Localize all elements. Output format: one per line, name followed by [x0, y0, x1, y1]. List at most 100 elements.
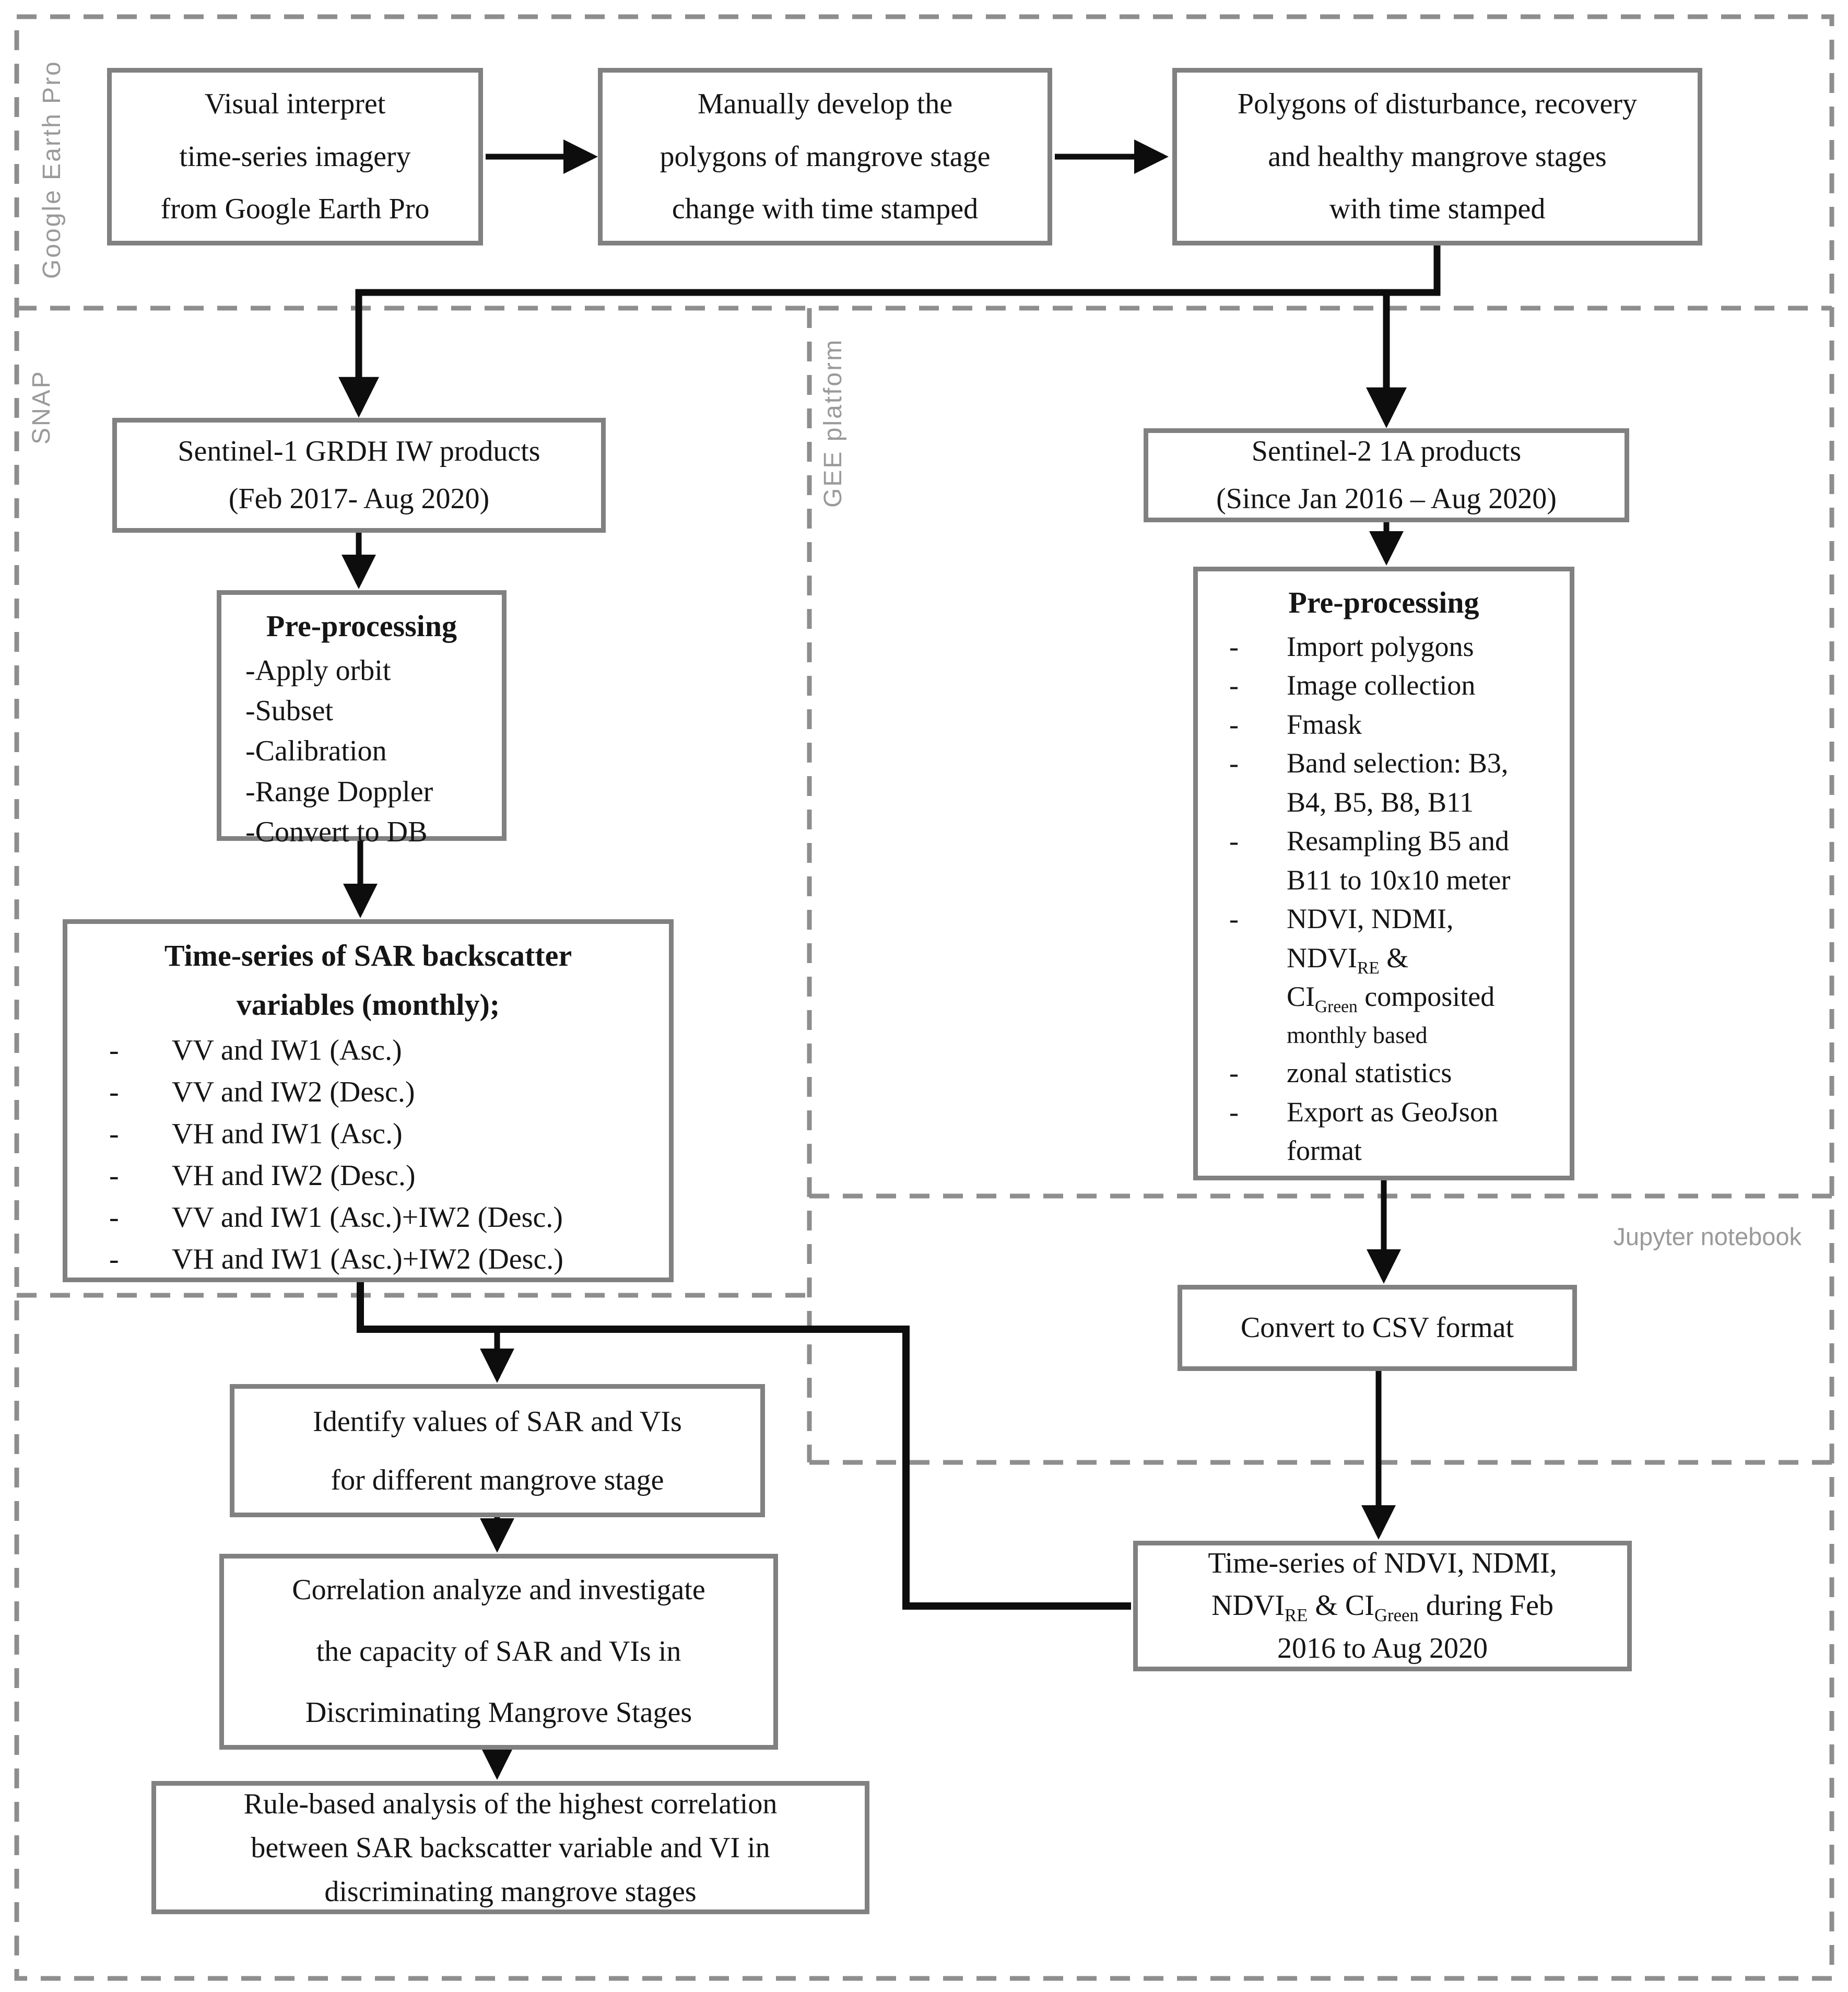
connector-polygons-to-sentinel1: [338, 245, 1441, 418]
arrows: [338, 139, 1441, 1780]
bullet: -: [1229, 708, 1239, 740]
list-item: - Band selection: B3,: [1208, 744, 1559, 783]
list-item: - VV and IW2 (Desc.): [78, 1071, 658, 1113]
box-title: variables (monthly);: [236, 987, 500, 1022]
box-preprocessing-gee: Pre-processing - Import polygons - Image…: [1193, 567, 1574, 1180]
outer-dashed-border: [14, 14, 1834, 1981]
list-item: - VV and IW1 (Asc.): [78, 1029, 658, 1071]
list-item: - VH and IW1 (Asc.): [78, 1113, 658, 1155]
box-identify-values: Identify values of SAR and VIs for diffe…: [230, 1384, 765, 1517]
bullet: -: [109, 1034, 119, 1067]
list-item: - Export as GeoJson: [1208, 1093, 1559, 1132]
box-line: the capacity of SAR and VIs in: [316, 1635, 681, 1668]
bullet: [1208, 1131, 1287, 1170]
box-ndvi-time-series: Time-series of NDVI, NDMI, NDVIRE & CIGr…: [1133, 1541, 1632, 1671]
list-item: - zonal statistics: [1208, 1053, 1559, 1093]
box-polygons-of-stages: Polygons of disturbance, recovery and he…: [1172, 68, 1702, 245]
box-line: Convert to CSV format: [1240, 1311, 1514, 1344]
bullet: [1208, 861, 1287, 900]
box-line: Manually develop the: [697, 87, 953, 120]
box-line: from Google Earth Pro: [160, 193, 430, 226]
list-item: -Convert to DB: [245, 815, 428, 848]
list-item: -Range Doppler: [245, 775, 433, 808]
bullet: -: [1229, 630, 1239, 662]
list-item-text: zonal statistics: [1287, 1057, 1452, 1089]
list-item: -Calibration: [245, 735, 387, 768]
box-line: Identify values of SAR and VIs: [313, 1405, 682, 1438]
section-label-google-earth-pro: Google Earth Pro: [38, 60, 66, 279]
box-line: for different mangrove stage: [331, 1463, 664, 1496]
list-item-text: B11 to 10x10 meter: [1287, 864, 1511, 896]
box-line: Sentinel-2 1A products: [1251, 435, 1522, 468]
list-item-text: CIGreen composited: [1287, 981, 1495, 1017]
box-visual-interpret: Visual interpret time-series imagery fro…: [107, 68, 483, 245]
list-item-text: VV and IW1 (Asc.)+IW2 (Desc.): [172, 1201, 563, 1234]
box-line: between SAR backscatter variable and VI …: [251, 1831, 770, 1864]
box-line: Discriminating Mangrove Stages: [305, 1696, 692, 1729]
list-item-text: format: [1287, 1135, 1362, 1167]
box-line: with time stamped: [1329, 193, 1546, 226]
box-line: and healthy mangrove stages: [1268, 140, 1607, 173]
list-item-text: VH and IW2 (Desc.): [172, 1159, 416, 1192]
list-item: -Subset: [245, 695, 333, 728]
box-preprocessing-snap: Pre-processing -Apply orbit -Subset -Cal…: [217, 590, 507, 848]
list-item-text: NDVIRE &: [1287, 942, 1409, 978]
list-item: -Apply orbit: [245, 654, 391, 687]
box-line: (Since Jan 2016 – Aug 2020): [1216, 483, 1557, 515]
box-line: NDVIRE & CIGreen during Feb: [1211, 1589, 1553, 1626]
section-label-gee-platform: GEE platform: [819, 338, 847, 508]
box-sentinel1-products: Sentinel-1 GRDH IW products (Feb 2017- A…: [112, 418, 606, 533]
list-item-text: B4, B5, B8, B11: [1287, 786, 1474, 818]
box-line: discriminating mangrove stages: [324, 1875, 697, 1908]
bullet: [1208, 977, 1287, 1016]
box-rule-based-analysis: Rule-based analysis of the highest corre…: [151, 1781, 869, 1914]
list-item: format: [1208, 1131, 1559, 1170]
list-item-text: VH and IW1 (Asc.): [172, 1118, 403, 1151]
section-label-snap: SNAP: [28, 370, 55, 445]
box-sentinel2-products: Sentinel-2 1A products (Since Jan 2016 –…: [1144, 428, 1629, 522]
list-item: - VV and IW1 (Asc.)+IW2 (Desc.): [78, 1197, 658, 1238]
bullet: -: [109, 1075, 119, 1108]
list-item-text: monthly based: [1287, 1021, 1428, 1048]
list-item-text: VV and IW2 (Desc.): [172, 1075, 415, 1108]
list-item: CIGreen composited: [1208, 977, 1559, 1016]
list-item: - VH and IW1 (Asc.)+IW2 (Desc.): [78, 1238, 658, 1280]
box-line: Correlation analyze and investigate: [292, 1574, 705, 1607]
box-sar-backscatter-series: Time-series of SAR backscatter variables…: [63, 919, 674, 1282]
list-item-text: VV and IW1 (Asc.): [172, 1034, 402, 1067]
bullet: [1208, 783, 1287, 822]
box-line: Polygons of disturbance, recovery: [1237, 87, 1638, 120]
box-line: (Feb 2017- Aug 2020): [228, 483, 490, 515]
list-item: B11 to 10x10 meter: [1208, 861, 1559, 900]
list-item-text: Resampling B5 and: [1287, 825, 1509, 857]
list-item: - Image collection: [1208, 666, 1559, 705]
bullet: -: [1229, 825, 1239, 857]
list-item-text: NDVI, NDMI,: [1287, 903, 1454, 935]
box-line: 2016 to Aug 2020: [1277, 1632, 1488, 1665]
list-item: - Fmask: [1208, 705, 1559, 744]
list-item: - VH and IW2 (Desc.): [78, 1155, 658, 1197]
box-manually-develop-polygons: Manually develop the polygons of mangrov…: [598, 68, 1052, 245]
box-title: Pre-processing: [266, 609, 457, 643]
bullet: -: [109, 1159, 119, 1192]
box-line: Visual interpret: [204, 87, 386, 120]
bullet: [1208, 939, 1287, 978]
bullet: -: [1229, 1057, 1239, 1089]
box-line: Rule-based analysis of the highest corre…: [243, 1787, 778, 1820]
box-line: polygons of mangrove stage: [660, 140, 991, 173]
bullet: -: [109, 1118, 119, 1151]
bullet: -: [1229, 1096, 1239, 1128]
box-correlation-analysis: Correlation analyze and investigate the …: [219, 1554, 778, 1750]
list-item-text: Export as GeoJson: [1287, 1096, 1498, 1128]
box-line: time-series imagery: [179, 140, 411, 173]
bullet: -: [1229, 670, 1239, 701]
list-item: NDVIRE &: [1208, 939, 1559, 978]
section-label-jupyter-notebook: Jupyter notebook: [1613, 1223, 1802, 1250]
bullet: -: [109, 1201, 119, 1234]
bullet: [1208, 1016, 1287, 1053]
list-item: - Import polygons: [1208, 627, 1559, 666]
connector-sar-to-ndvi-series: [357, 1282, 1131, 1610]
list-item: B4, B5, B8, B11: [1208, 783, 1559, 822]
